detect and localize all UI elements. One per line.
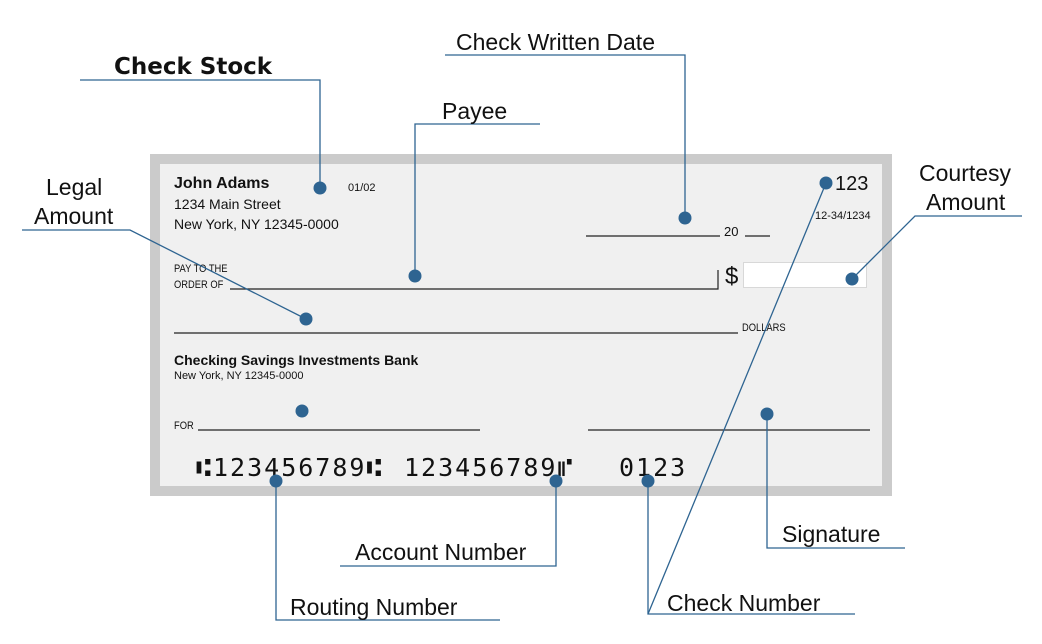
label-legal-line2: Amount [34, 203, 114, 229]
leader-legal-amount [22, 229, 307, 320]
leader-account-number [340, 481, 557, 567]
label-check-number: Check Number [667, 590, 821, 616]
payee-line [230, 270, 719, 290]
label-legal-line1: Legal [46, 174, 103, 200]
bank-city: New York, NY 12345-0000 [174, 370, 304, 382]
label-signature: Signature [782, 521, 881, 547]
label-check-stock: Check Stock [114, 54, 273, 80]
fraction-code: 12-34/1234 [815, 210, 871, 222]
marker-signature [760, 407, 774, 421]
check-face [160, 164, 882, 486]
courtesy-amount-box [743, 262, 867, 288]
pay-to-label-2: ORDER OF [174, 279, 224, 291]
marker-memo [295, 404, 309, 418]
dollars-word: DOLLARS [742, 322, 786, 334]
marker-routing-number [269, 474, 283, 488]
since-date: 01/02 [348, 182, 376, 194]
label-payee: Payee [442, 98, 508, 124]
leader-signature [766, 414, 905, 549]
marker-legal-amount [299, 312, 313, 326]
leader-check-stock [80, 79, 321, 188]
marker-check-number-micr [641, 474, 655, 488]
check-number-top: 123 [835, 173, 869, 195]
owner-city: New York, NY 12345-0000 [174, 216, 339, 232]
memo-label: FOR [174, 420, 194, 432]
bank-name: Checking Savings Investments Bank [174, 352, 419, 368]
marker-check-number-top [819, 176, 833, 190]
label-routing-number: Routing Number [290, 594, 458, 620]
micr-routing: ⑆123456789⑆ [196, 453, 384, 482]
marker-check-stock [313, 181, 327, 195]
leader-payee [414, 123, 540, 276]
leader-courtesy-amount [851, 215, 1022, 280]
label-courtesy-line1: Courtesy [919, 160, 1012, 186]
label-courtesy-line2: Amount [926, 189, 1006, 215]
micr-check-number: 0123 [619, 453, 688, 482]
leader-check-number-top [647, 182, 827, 615]
owner-name: John Adams [174, 175, 270, 192]
date-century: 20 [724, 224, 739, 239]
leader-check-written-date [445, 54, 686, 218]
micr-account: 123456789⑈ [404, 453, 575, 482]
label-account-number: Account Number [355, 539, 527, 565]
marker-account-number [549, 474, 563, 488]
marker-courtesy-amount [845, 272, 859, 286]
marker-payee [408, 269, 422, 283]
pay-to-label-1: PAY TO THE [174, 263, 228, 275]
label-check-written-date: Check Written Date [456, 29, 655, 55]
leader-routing-number [275, 481, 500, 621]
marker-check-written-date [678, 211, 692, 225]
owner-street: 1234 Main Street [174, 196, 281, 212]
dollar-sign: $ [725, 263, 739, 290]
